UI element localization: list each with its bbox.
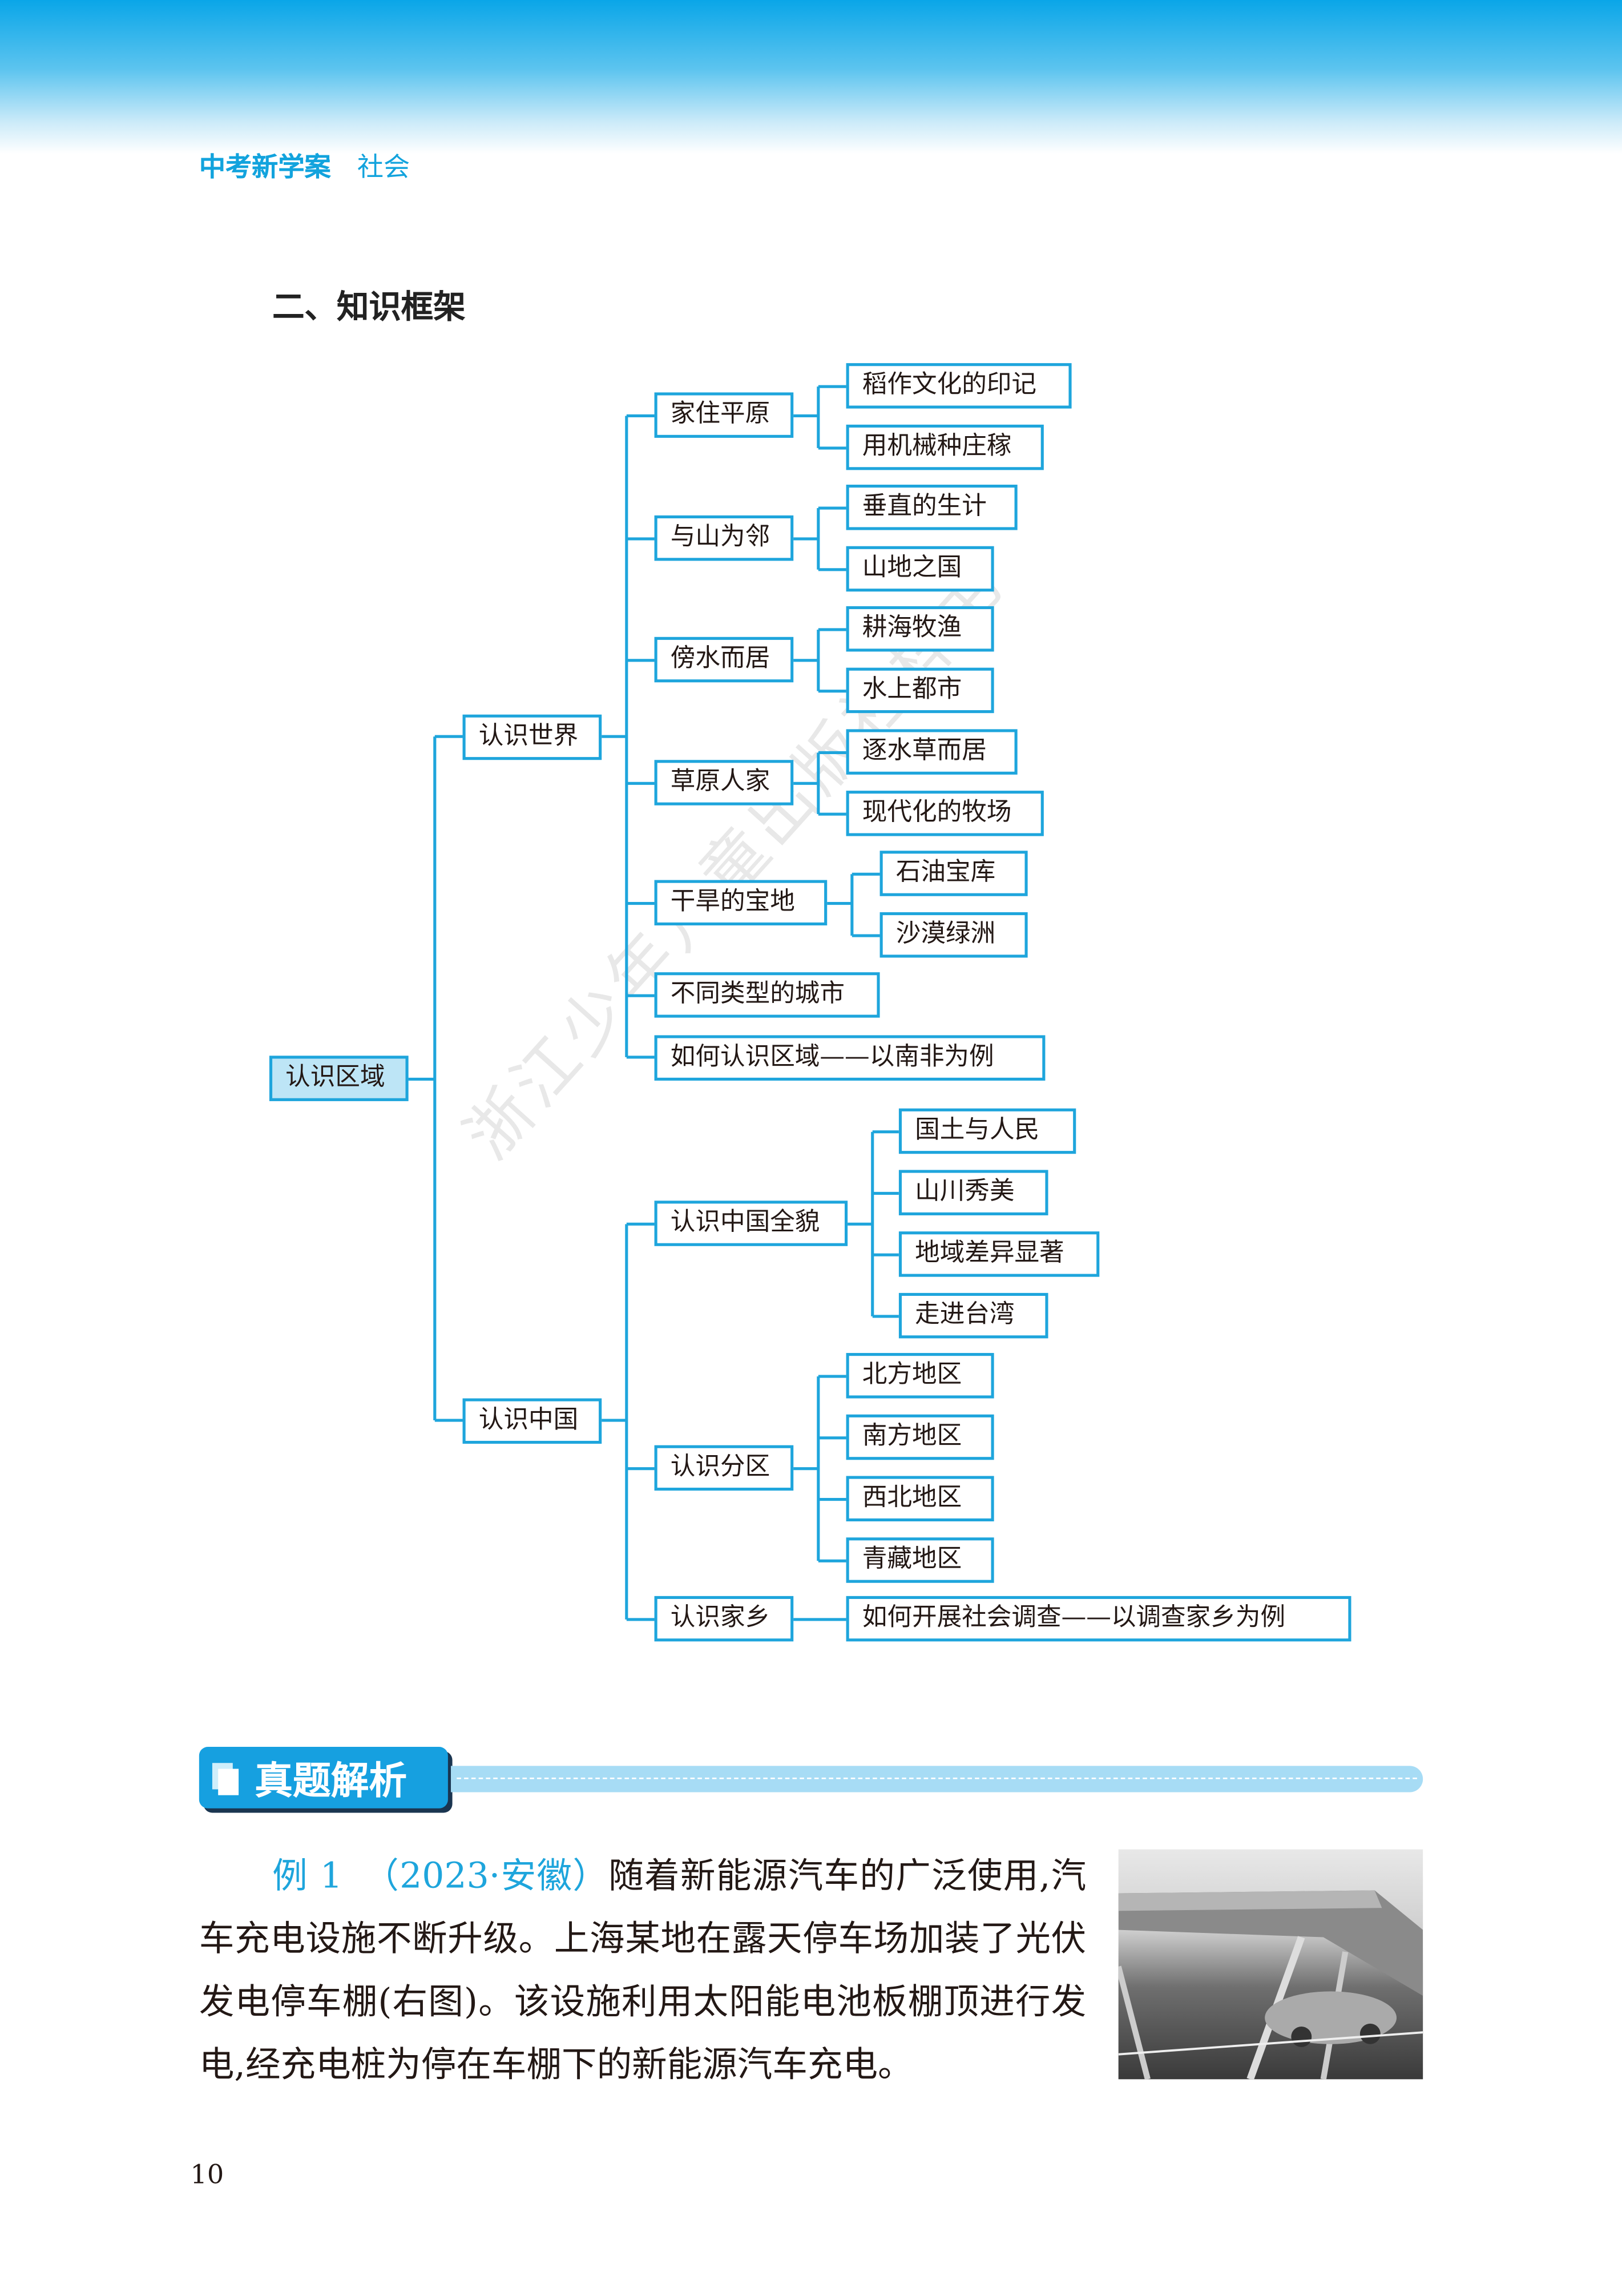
node-l3: 山地之国 <box>846 546 994 592</box>
node-l2: 傍水而居 <box>654 637 794 683</box>
node-world: 认识世界 <box>462 714 602 760</box>
node-l3: 石油宝库 <box>879 851 1028 896</box>
carport-photo <box>1118 1849 1423 2080</box>
example-paragraph: 例 1 （2023·安徽）随着新能源汽车的广泛使用,汽车充电设施不断升级。上海某地… <box>199 1845 1086 2097</box>
section-banner: 真题解析 <box>199 1747 448 1808</box>
header-band <box>0 0 1622 154</box>
node-l3: 逐水草而居 <box>846 729 1018 775</box>
node-l3: 南方地区 <box>846 1414 994 1460</box>
node-l2: 草原人家 <box>654 760 794 805</box>
node-l2: 认识家乡 <box>654 1596 794 1642</box>
node-l2: 认识分区 <box>654 1445 794 1491</box>
node-l3: 北方地区 <box>846 1353 994 1399</box>
document-icon <box>212 1763 239 1795</box>
node-l3: 耕海牧渔 <box>846 606 994 652</box>
node-l2: 与山为邻 <box>654 515 794 561</box>
node-l3: 沙漠绿洲 <box>879 912 1028 958</box>
node-l3: 稻作文化的印记 <box>846 363 1072 409</box>
node-l3: 现代化的牧场 <box>846 791 1044 836</box>
node-l2: 不同类型的城市 <box>654 972 880 1018</box>
section-title: 二、知识框架 <box>272 289 466 327</box>
banner-bar <box>451 1766 1423 1793</box>
node-l3: 青藏地区 <box>846 1537 994 1583</box>
node-l3: 水上都市 <box>846 667 994 714</box>
node-l3: 走进台湾 <box>898 1292 1048 1339</box>
node-root: 认识区域 <box>269 1056 409 1101</box>
mindmap-connectors <box>407 385 899 1621</box>
node-l2: 家住平原 <box>654 392 794 438</box>
node-l3: 垂直的生计 <box>846 485 1018 530</box>
node-china: 认识中国 <box>462 1398 602 1444</box>
page-number: 10 <box>190 2160 224 2191</box>
node-l2: 干旱的宝地 <box>654 880 828 926</box>
node-l3: 国土与人民 <box>898 1108 1076 1154</box>
node-l3: 如何开展社会调查——以调查家乡为例 <box>846 1596 1351 1642</box>
running-header: 中考新学案社会 <box>199 147 410 185</box>
subject-name: 社会 <box>357 152 410 183</box>
example-source: （2023·安徽） <box>362 1855 609 1896</box>
node-l3: 西北地区 <box>846 1476 994 1522</box>
node-l2: 认识中国全貌 <box>654 1201 848 1246</box>
example-tag: 例 1 <box>272 1855 343 1896</box>
example-text: 随着新能源汽车的广泛使用,汽车充电设施不断升级。上海某地在露天停车场加装了光伏发… <box>199 1855 1087 2085</box>
node-l3: 用机械种庄稼 <box>846 424 1044 470</box>
banner-label: 真题解析 <box>255 1760 407 1804</box>
node-l3: 山川秀美 <box>898 1170 1048 1215</box>
node-l2: 如何认识区域——以南非为例 <box>654 1035 1046 1081</box>
series-name: 中考新学案 <box>199 152 331 183</box>
node-l3: 地域差异显著 <box>898 1231 1100 1277</box>
